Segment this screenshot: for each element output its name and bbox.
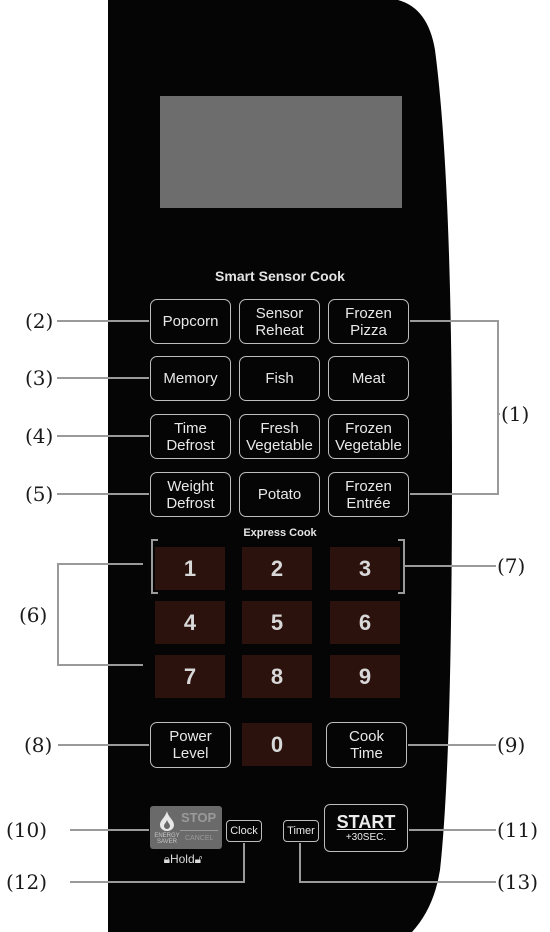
start-label: START <box>336 811 396 832</box>
memory-label: Memory <box>163 370 218 387</box>
number-key-6[interactable]: 6 <box>330 601 400 644</box>
callout-3: (3) <box>25 366 54 390</box>
number-key-5[interactable]: 5 <box>242 601 312 644</box>
cook-time-label-1: Cook <box>348 728 385 745</box>
callout-6: (6) <box>19 603 48 627</box>
callout-8: (8) <box>24 733 53 757</box>
cancel-label: CANCEL <box>185 835 214 842</box>
sensor-reheat-button[interactable]: Sensor Reheat <box>239 299 320 344</box>
stop-cancel-button[interactable]: STOP ENERGY SAVER CANCEL <box>150 806 222 849</box>
clock-button[interactable]: Clock <box>226 820 262 842</box>
number-key-8[interactable]: 8 <box>242 655 312 698</box>
power-level-button[interactable]: Power Level <box>150 722 231 768</box>
sensor-reheat-label-2: Reheat <box>255 321 304 339</box>
sensor-reheat-label-1: Sensor <box>255 304 304 322</box>
fresh-vegetable-button[interactable]: Fresh Vegetable <box>239 414 320 459</box>
start-button[interactable]: START +30SEC. <box>324 804 408 852</box>
cook-time-button[interactable]: Cook Time <box>326 722 407 768</box>
frozen-vegetable-label-2: Vegetable <box>335 436 402 454</box>
callout-4: (4) <box>25 424 54 448</box>
energy-saver-icon <box>160 811 174 831</box>
callout-11: (11) <box>497 818 539 842</box>
stop-divider <box>180 830 218 831</box>
hold-label-row: 🔒︎Hold🔓︎ <box>148 852 218 867</box>
popcorn-label: Popcorn <box>162 313 219 330</box>
start-sub-label: +30SEC. <box>345 831 387 843</box>
number-key-0[interactable]: 0 <box>242 723 312 766</box>
number-key-9[interactable]: 9 <box>330 655 400 698</box>
callout-9: (9) <box>497 733 526 757</box>
callout-5: (5) <box>25 482 54 506</box>
hold-label: Hold <box>169 852 195 866</box>
weight-defrost-button[interactable]: Weight Defrost <box>150 472 231 517</box>
frozen-entree-label-1: Frozen <box>345 477 392 495</box>
frozen-pizza-label-1: Frozen <box>345 304 392 322</box>
time-defrost-label-2: Defrost <box>166 436 215 454</box>
callout-13: (13) <box>497 870 539 894</box>
time-defrost-button[interactable]: Time Defrost <box>150 414 231 459</box>
number-key-1[interactable]: 1 <box>155 547 225 590</box>
stop-label: STOP <box>181 810 217 825</box>
express-cook-title: Express Cook <box>243 527 317 539</box>
fish-button[interactable]: Fish <box>239 356 320 401</box>
energy-saver-label: ENERGY SAVER <box>154 833 180 845</box>
power-level-label-1: Power <box>169 728 212 745</box>
timer-button[interactable]: Timer <box>283 820 319 842</box>
callout-2: (2) <box>25 309 54 333</box>
callout-12: (12) <box>6 870 48 894</box>
meat-label: Meat <box>351 370 386 387</box>
time-defrost-label-1: Time <box>174 419 207 437</box>
number-key-7[interactable]: 7 <box>155 655 225 698</box>
unlock-icon: 🔓︎ <box>194 852 203 866</box>
frozen-vegetable-button[interactable]: Frozen Vegetable <box>328 414 409 459</box>
cook-time-label-2: Time <box>350 745 383 762</box>
fresh-vegetable-label-1: Fresh <box>260 419 299 437</box>
callout-7: (7) <box>497 554 526 578</box>
number-key-4[interactable]: 4 <box>155 601 225 644</box>
frozen-vegetable-label-1: Frozen <box>345 419 392 437</box>
memory-button[interactable]: Memory <box>150 356 231 401</box>
popcorn-button[interactable]: Popcorn <box>150 299 231 344</box>
callout-10: (10) <box>6 818 48 842</box>
frozen-pizza-button[interactable]: Frozen Pizza <box>328 299 409 344</box>
fresh-vegetable-label-2: Vegetable <box>246 436 313 454</box>
meat-button[interactable]: Meat <box>328 356 409 401</box>
potato-label: Potato <box>257 486 302 503</box>
frozen-entree-button[interactable]: Frozen Entrée <box>328 472 409 517</box>
power-level-label-2: Level <box>172 745 209 762</box>
fish-label: Fish <box>265 370 294 387</box>
number-key-3[interactable]: 3 <box>330 547 400 590</box>
number-key-2[interactable]: 2 <box>242 547 312 590</box>
callout-1: (1) <box>501 402 530 426</box>
display-screen <box>160 96 402 208</box>
frozen-pizza-label-2: Pizza <box>350 321 387 339</box>
smart-sensor-cook-title: Smart Sensor Cook <box>215 268 345 284</box>
potato-button[interactable]: Potato <box>239 472 320 517</box>
weight-defrost-label-1: Weight <box>167 477 214 495</box>
frozen-entree-label-2: Entrée <box>346 494 391 512</box>
weight-defrost-label-2: Defrost <box>166 494 215 512</box>
